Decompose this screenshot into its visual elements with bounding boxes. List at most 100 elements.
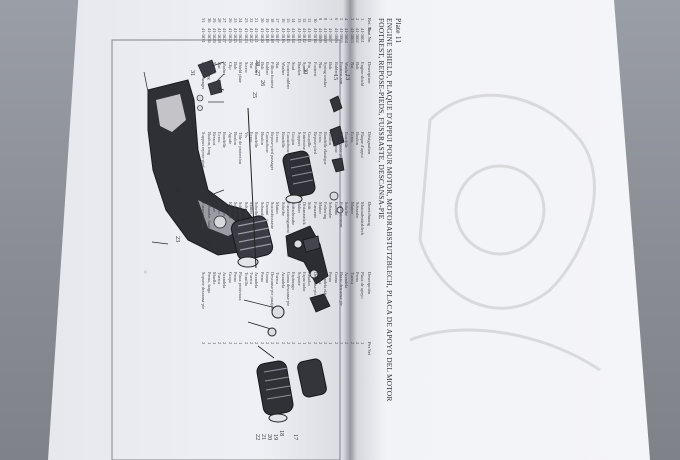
header-part-no: Part No. bbox=[367, 28, 373, 44]
table-cell: Clip bbox=[227, 62, 233, 70]
table-cell: Mutter bbox=[217, 202, 223, 214]
table-cell: 41-1019 bbox=[264, 28, 270, 43]
table-cell: 1 bbox=[360, 342, 366, 345]
table-cell: 2 bbox=[254, 342, 260, 345]
table-cell: Tuerca bbox=[275, 272, 281, 285]
part-label: 15 bbox=[332, 74, 339, 80]
table-cell: 2 bbox=[243, 342, 249, 345]
table-cell: 27 bbox=[222, 18, 228, 23]
table-cell: Footrest arm bbox=[339, 62, 345, 85]
part-label: 17 bbox=[292, 434, 299, 440]
table-cell: Mutter bbox=[349, 202, 355, 214]
table-cell: Goujon bbox=[291, 132, 297, 146]
table-cell: Perno bbox=[233, 272, 239, 283]
table-cell: Spring bbox=[211, 62, 217, 74]
table-cell: Placa de apoyo bbox=[360, 272, 366, 299]
table-cell: 2 bbox=[312, 342, 318, 345]
table-cell: Scheibe bbox=[344, 202, 350, 216]
table-cell: 41-1006 bbox=[333, 28, 339, 43]
plate-title-line-3: FOOTREST, REPOSE-PIEDS, FUSSRASTE, DESCA… bbox=[376, 18, 386, 220]
table-cell: Descansa-pie pasajero bbox=[270, 272, 276, 312]
pillion-footrest-part bbox=[256, 358, 327, 423]
part-label: 31 bbox=[189, 70, 196, 76]
table-cell: 18 bbox=[270, 18, 276, 23]
table-cell: Arandela bbox=[254, 272, 260, 289]
table-cell: 41-1001 bbox=[360, 28, 366, 43]
table-cell: 2 bbox=[201, 342, 207, 345]
part-label: 21 bbox=[260, 434, 267, 440]
table-cell: Entretoise bbox=[301, 132, 307, 150]
table-cell: Footrest bbox=[312, 62, 318, 77]
table-cell: Rondelle bbox=[344, 132, 350, 148]
table-cell: Gummi bbox=[333, 202, 339, 216]
table-cell: 41-1026 bbox=[227, 28, 233, 43]
table-cell: Tornillo bbox=[243, 272, 249, 287]
table-cell: Pillion footrest bbox=[270, 62, 276, 89]
table-cell: Ecrou bbox=[349, 132, 355, 143]
table-cell: Soporte bbox=[296, 272, 302, 286]
table-cell: Perno bbox=[354, 272, 360, 283]
table-cell: 1 bbox=[296, 342, 302, 345]
table-cell: Nut bbox=[248, 62, 254, 69]
table-cell: 2 bbox=[291, 342, 297, 345]
table-cell: Fussraste bbox=[312, 202, 318, 219]
table-cell: Agrafe bbox=[227, 132, 233, 145]
table-cell: Arandela bbox=[344, 272, 350, 289]
table-cell: Fussrastengummi bbox=[286, 202, 292, 233]
table-cell: 25 bbox=[233, 18, 239, 23]
table-cell: Washer bbox=[344, 62, 350, 76]
table-cell: 41-1028 bbox=[217, 28, 223, 43]
table-cell: 1 bbox=[301, 342, 307, 345]
table-cell: 19 bbox=[264, 18, 270, 23]
column-headers: Ref. No. Part No. Description Désignatio… bbox=[367, 18, 372, 448]
table-cell: 2 bbox=[323, 342, 329, 345]
table-cell: 41-1015 bbox=[286, 28, 292, 43]
table-cell: Mutter bbox=[317, 202, 323, 214]
table-cell: Tuerca bbox=[248, 272, 254, 285]
table-cell: Ecrou bbox=[317, 132, 323, 143]
part-label: 27 bbox=[254, 70, 261, 76]
table-cell: 21 bbox=[254, 18, 260, 23]
table-cell: 2 bbox=[222, 342, 228, 345]
table-cell: Rondelle bbox=[254, 132, 260, 148]
table-cell: 2 bbox=[264, 342, 270, 345]
table-cell: Fussrastenarm bbox=[339, 202, 345, 228]
table-cell: 41-1002 bbox=[354, 28, 360, 43]
table-cell: Rondelle bbox=[222, 132, 228, 148]
table-cell: 2 bbox=[248, 342, 254, 345]
table-cell: Stiftschraube bbox=[291, 202, 297, 226]
table-cell: Distanzstück bbox=[301, 202, 307, 225]
svg-text:11: 11 bbox=[143, 270, 148, 274]
table-cell: 2 bbox=[259, 342, 265, 345]
header-bezeichnung: Bezeichnung bbox=[367, 202, 373, 226]
table-cell: Soziusfussraste bbox=[270, 202, 276, 230]
table-cell: Nut bbox=[317, 62, 323, 69]
table-cell: 41-1024 bbox=[238, 28, 244, 43]
table-cell: 41-1016 bbox=[280, 28, 286, 43]
table-cell: Bolt bbox=[233, 62, 239, 70]
table-cell: Repose-pied passager bbox=[270, 132, 276, 171]
table-cell: Soporte descansa-pie bbox=[201, 272, 207, 310]
table-cell: Rondelle bbox=[280, 132, 286, 148]
table-cell: Feder bbox=[211, 202, 217, 212]
table-cell: 2 bbox=[280, 342, 286, 345]
table-cell: 31 bbox=[201, 18, 207, 23]
table-cell: 28 bbox=[217, 18, 223, 23]
table-cell: 5 bbox=[339, 18, 345, 21]
table-cell: Vis bbox=[243, 132, 249, 138]
table-cell: Espárrago bbox=[291, 272, 297, 290]
table-cell: 1 bbox=[360, 18, 366, 21]
table-cell: Boulon bbox=[328, 132, 334, 145]
table-cell: Schraube, lang bbox=[206, 202, 212, 229]
table-cell: 2 bbox=[339, 342, 345, 345]
table-cell: 2 bbox=[354, 342, 360, 345]
table-cell: 41-1025 bbox=[233, 28, 239, 43]
table-cell: Mutter bbox=[248, 202, 254, 214]
